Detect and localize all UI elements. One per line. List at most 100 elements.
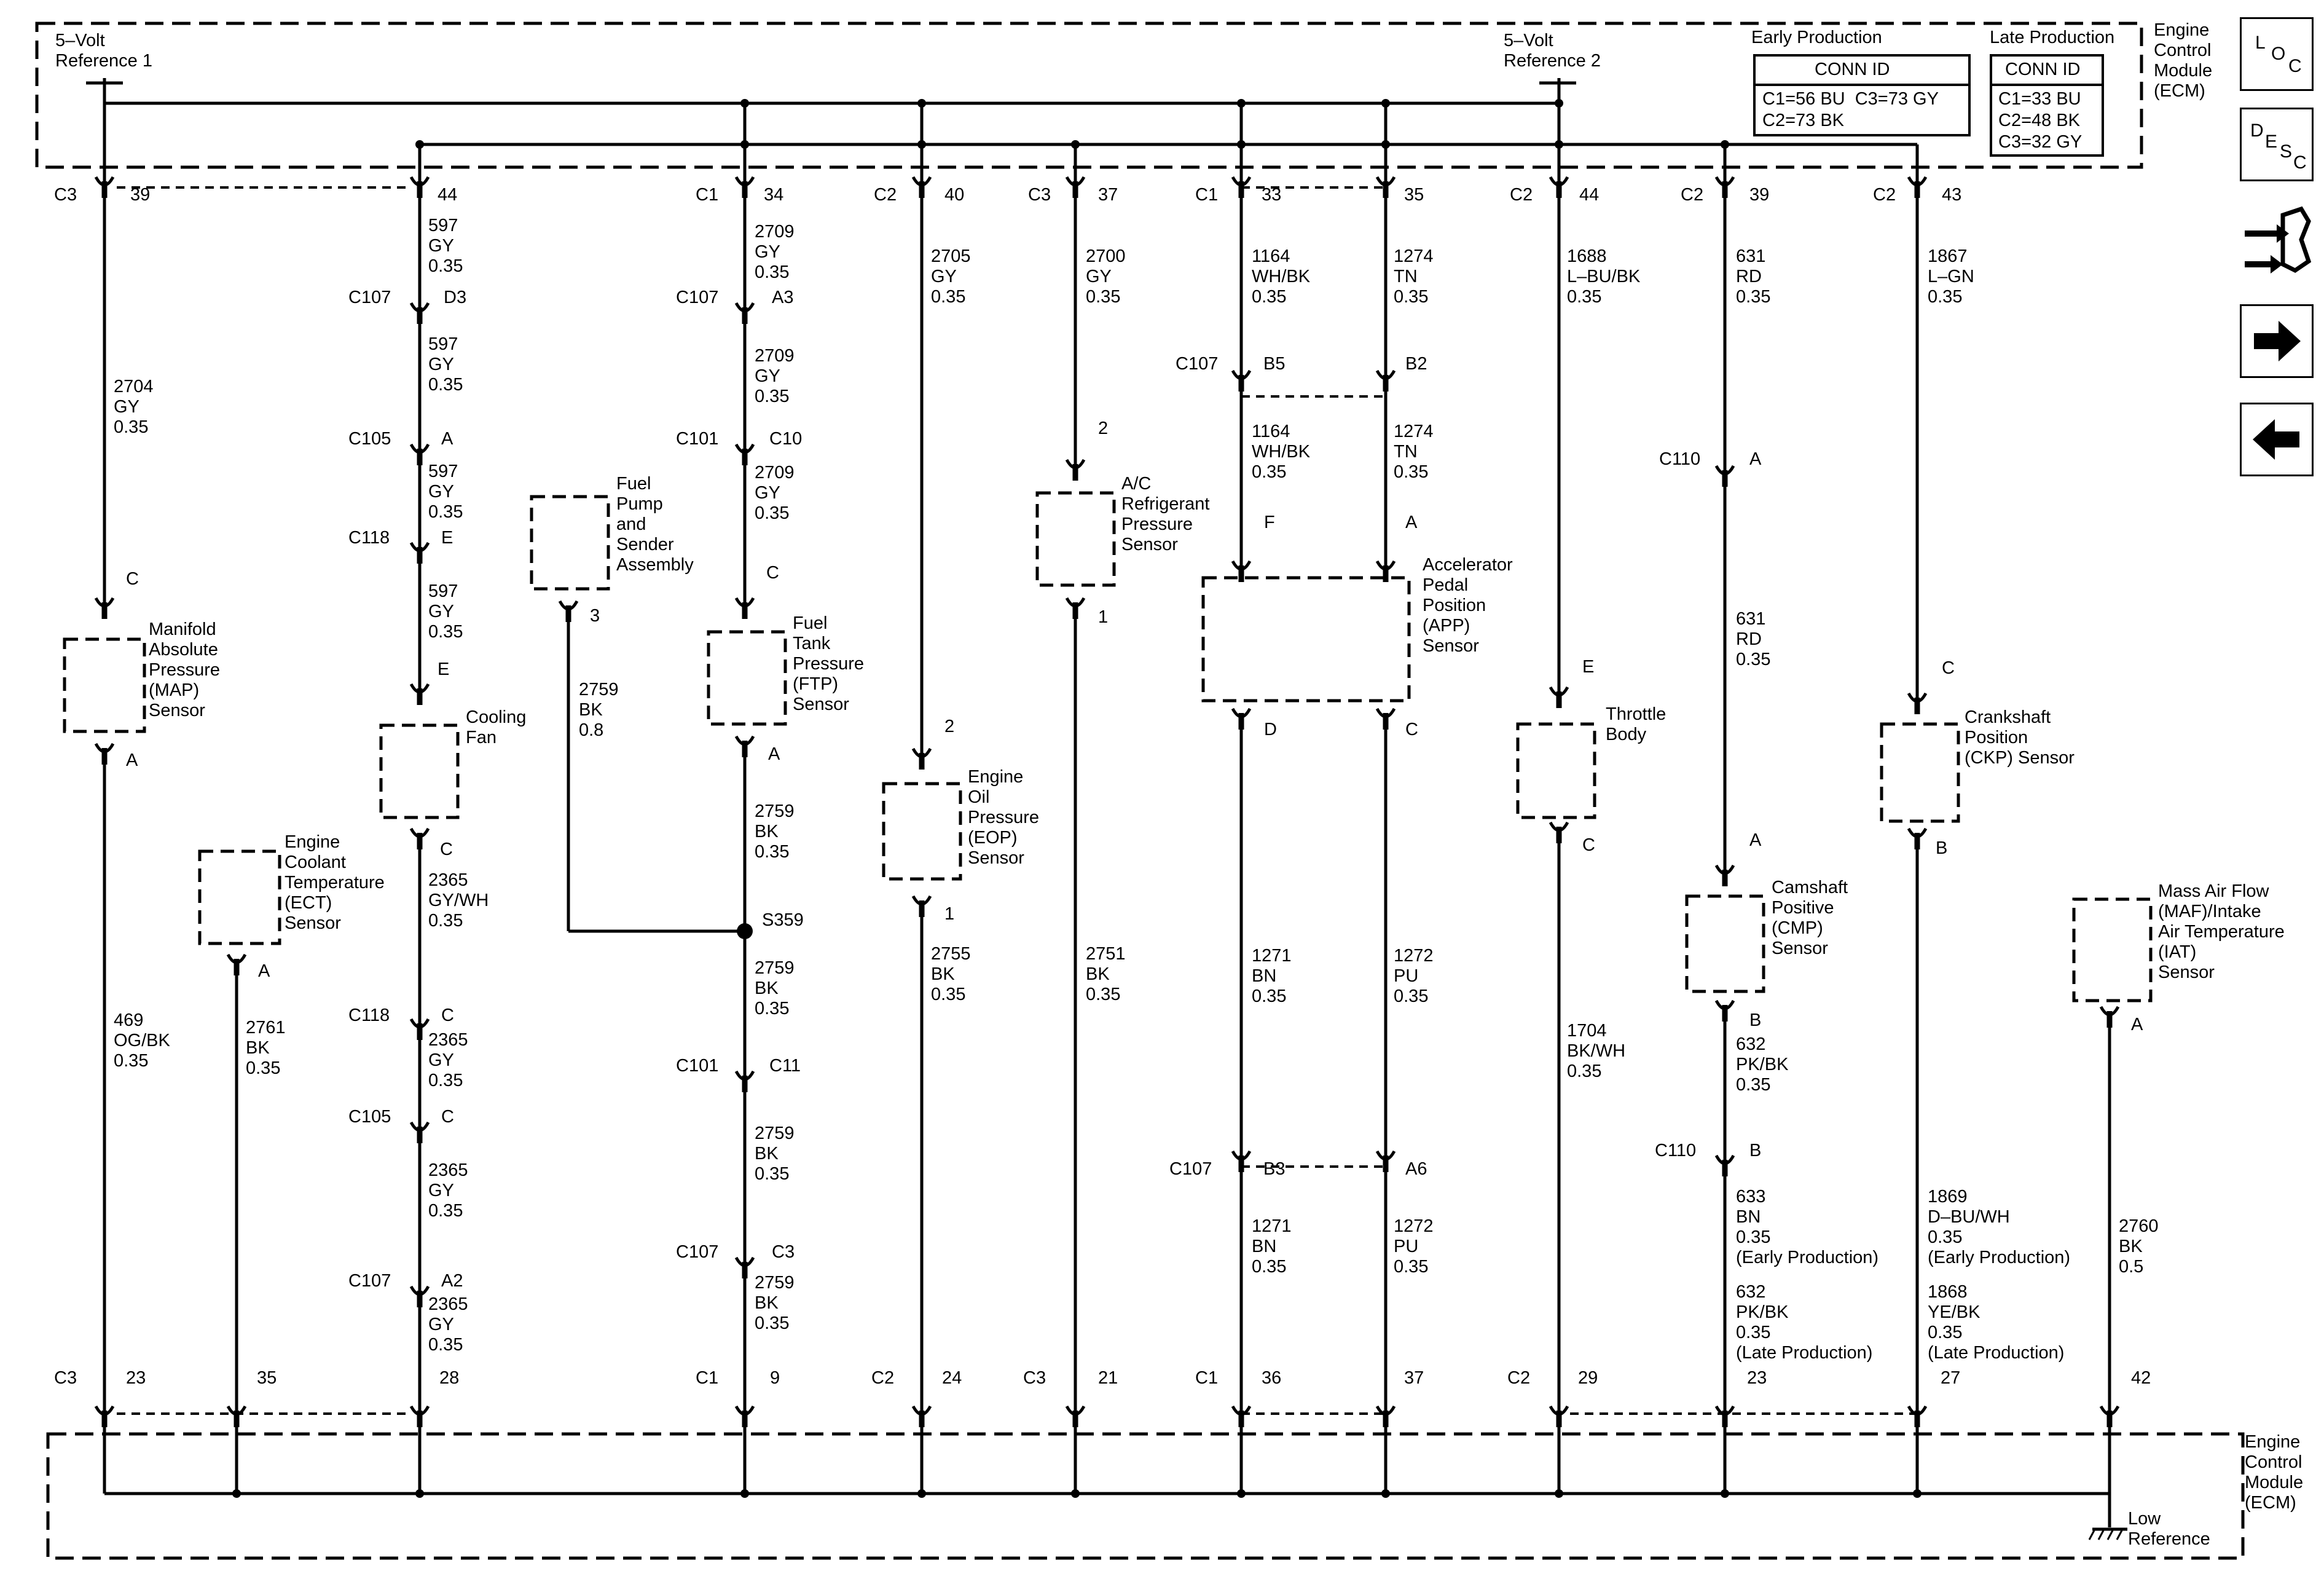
label-p-c3-107: C3 xyxy=(772,1242,795,1262)
label-eop-name: Engine Oil Pressure (EOP) Sensor xyxy=(968,767,1040,868)
late-conn-id-header: CONN ID xyxy=(2005,60,2081,79)
label-w2759-3: 2759 BK 0.35 xyxy=(755,1124,795,1184)
location-button[interactable]: L O C xyxy=(2240,17,2314,91)
label-p29-bot: 29 xyxy=(1578,1368,1598,1388)
ftp-sensor xyxy=(707,630,787,726)
label-w633: 633 BN 0.35 (Early Production) xyxy=(1736,1187,1879,1267)
desc-letter-c: C xyxy=(2293,152,2307,173)
label-c3-top-2: C3 xyxy=(1028,185,1051,205)
conn-id-early-box xyxy=(1753,54,1971,136)
label-c105-a: C105 xyxy=(348,429,391,449)
description-button[interactable]: D E S C xyxy=(2240,108,2314,181)
label-w1164-2: 1164 WH/BK 0.35 xyxy=(1252,422,1311,482)
label-w2365-2: 2365 GY 0.35 xyxy=(428,1160,468,1221)
early-line-2: C2=73 BK xyxy=(1762,111,1845,130)
ckp-sensor xyxy=(1880,722,1960,823)
label-w1867: 1867 L–GN 0.35 xyxy=(1928,246,1974,307)
label-w1272-1: 1272 PU 0.35 xyxy=(1394,946,1434,1006)
label-ftp-name: Fuel Tank Pressure (FTP) Sensor xyxy=(793,613,865,714)
label-p-a-maf: A xyxy=(2131,1015,2143,1034)
label-w1271-2: 1271 BN 0.35 xyxy=(1252,1216,1292,1277)
label-p2-eop: 2 xyxy=(944,717,955,736)
label-c1-bot-1: C1 xyxy=(696,1368,719,1388)
ref1-label: 5–Volt Reference 1 xyxy=(55,31,152,71)
loc-letter-o: O xyxy=(2271,44,2286,64)
label-w631-1: 631 RD 0.35 xyxy=(1736,246,1771,307)
label-c107-b5: C107 xyxy=(1176,354,1219,374)
label-s359: S359 xyxy=(762,910,804,930)
label-p37-top: 37 xyxy=(1098,185,1118,205)
label-p36-bot: 36 xyxy=(1262,1368,1282,1388)
eop-sensor xyxy=(882,782,962,881)
label-p40-top: 40 xyxy=(944,185,965,205)
label-p2-ac: 2 xyxy=(1098,419,1109,438)
label-w2759-1: 2759 BK 0.35 xyxy=(755,801,795,862)
label-w597-2: 597 GY 0.35 xyxy=(428,334,463,395)
label-p-a-app: A xyxy=(1405,513,1418,532)
right-arrow-icon xyxy=(2254,321,2301,361)
label-p-c11: C11 xyxy=(769,1056,801,1076)
label-c2-bot-1: C2 xyxy=(871,1368,895,1388)
previous-arrow-button[interactable] xyxy=(2240,403,2314,476)
label-w2709-1: 2709 GY 0.35 xyxy=(755,222,795,282)
label-w2709-2: 2709 GY 0.35 xyxy=(755,346,795,406)
label-c1-top-1: C1 xyxy=(696,185,719,205)
label-w2365-gywh: 2365 GY/WH 0.35 xyxy=(428,870,489,931)
label-p44-top-1: 44 xyxy=(438,185,458,205)
label-p-a6: A6 xyxy=(1405,1159,1427,1179)
early-production-title: Early Production xyxy=(1751,28,1882,47)
label-p3-fp: 3 xyxy=(590,606,600,626)
ecm-bottom-name: Engine Control Module (ECM) xyxy=(2245,1432,2304,1513)
label-w2704: 2704 GY 0.35 xyxy=(114,377,154,437)
label-p9-bot: 9 xyxy=(770,1368,780,1388)
desc-letter-e: E xyxy=(2265,132,2278,152)
label-w2709-3: 2709 GY 0.35 xyxy=(755,463,795,523)
label-p-e-tb: E xyxy=(1582,657,1595,677)
label-w1688: 1688 L–BU/BK 0.35 xyxy=(1567,246,1641,307)
label-c2-bot-2: C2 xyxy=(1507,1368,1531,1388)
label-w1274-2: 1274 TN 0.35 xyxy=(1394,422,1434,482)
label-p27-bot: 27 xyxy=(1941,1368,1961,1388)
label-w2751: 2751 BK 0.35 xyxy=(1086,944,1126,1004)
label-c3-bot: C3 xyxy=(54,1368,77,1388)
label-ckp-name: Crankshaft Position (CKP) Sensor xyxy=(1965,707,2075,768)
label-p-c-map: C xyxy=(126,569,139,589)
label-ect-name: Engine Coolant Temperature (ECT) Sensor xyxy=(285,832,385,933)
label-w631-2: 631 RD 0.35 xyxy=(1736,609,1771,669)
label-p-a3: A3 xyxy=(772,288,794,307)
map-sensor xyxy=(63,637,146,733)
label-w469: 469 OG/BK 0.35 xyxy=(114,1010,170,1071)
label-c2-top-3: C2 xyxy=(1681,185,1704,205)
label-p42-bot: 42 xyxy=(2131,1368,2151,1388)
label-p28-bot: 28 xyxy=(439,1368,460,1388)
label-p-e-c118: E xyxy=(441,528,453,548)
label-c2-top-1: C2 xyxy=(874,185,897,205)
label-p-c10: C10 xyxy=(769,429,803,449)
label-w2705: 2705 GY 0.35 xyxy=(931,246,971,307)
label-ac-name: A/C Refrigerant Pressure Sensor xyxy=(1121,474,1210,554)
label-c107-a3: C107 xyxy=(676,288,719,307)
label-w2761: 2761 BK 0.35 xyxy=(246,1018,286,1078)
label-w1271-1: 1271 BN 0.35 xyxy=(1252,946,1292,1006)
label-p-b-c110: B xyxy=(1749,1141,1762,1160)
junction-dots xyxy=(232,99,1922,1498)
repair-tools-icon[interactable] xyxy=(2240,203,2314,283)
label-p-a-cmp: A xyxy=(1749,830,1762,850)
label-w2365-1: 2365 GY 0.35 xyxy=(428,1030,468,1090)
late-line-3: C3=32 GY xyxy=(1998,132,2083,152)
next-arrow-button[interactable] xyxy=(2240,304,2314,378)
loc-letter-c: C xyxy=(2288,56,2302,76)
label-p21-bot: 21 xyxy=(1098,1368,1118,1388)
app-sensor xyxy=(1201,576,1411,703)
label-p35-top: 35 xyxy=(1404,185,1424,205)
label-p-d-app: D xyxy=(1264,720,1277,739)
label-w597-4: 597 GY 0.35 xyxy=(428,581,463,642)
desc-letter-s: S xyxy=(2280,141,2293,162)
label-p-a-map: A xyxy=(126,750,138,770)
label-p-b5: B5 xyxy=(1263,354,1286,374)
label-w1274-1: 1274 TN 0.35 xyxy=(1394,246,1434,307)
label-p-b3: B3 xyxy=(1263,1159,1286,1179)
label-p-c-ckp: C xyxy=(1942,658,1955,678)
label-p37-bot: 37 xyxy=(1404,1368,1424,1388)
